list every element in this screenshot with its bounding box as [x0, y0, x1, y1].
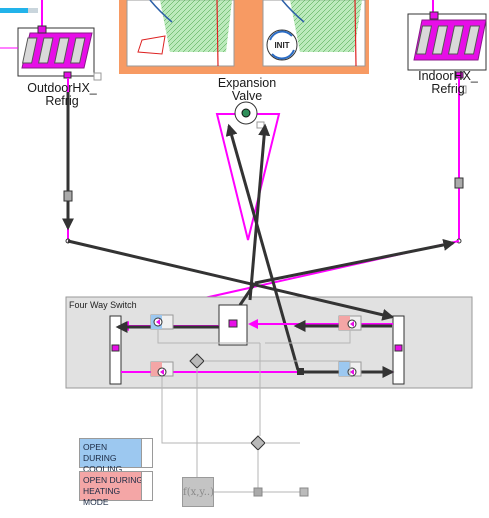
init-label: INIT — [274, 41, 289, 50]
function-block[interactable]: f(x,y..) — [182, 477, 214, 507]
outdoor-hx-label-line1: OutdoorHX_ — [27, 81, 97, 95]
indoor-hx-label-line2: Refrig — [431, 82, 465, 96]
outdoor-hx-label-line2: Refrig — [45, 94, 79, 108]
switch-valve-top-right[interactable] — [338, 315, 362, 331]
four-way-switch-title: Four Way Switch — [69, 300, 137, 310]
control-node-a — [253, 487, 263, 497]
legend-cooling: OPEN DURING COOLING — [79, 438, 153, 474]
right-sensor — [454, 177, 464, 189]
valve-dark-b — [225, 123, 300, 371]
init-button[interactable]: INIT — [266, 29, 298, 61]
expansion-valve-label-line2: Valve — [231, 89, 263, 103]
indoor-hx-label: IndoorHX_ Refrig — [398, 70, 489, 96]
legend-cooling-text: OPEN DURING COOLING — [83, 442, 123, 474]
cross-arrow-a — [67, 239, 395, 321]
left-sensor — [63, 190, 73, 202]
switch-junction-node — [297, 368, 304, 375]
expansion-valve-label: Expansion Valve — [205, 77, 289, 103]
switch-left-marker — [111, 344, 120, 352]
switch-valve-top-left[interactable] — [150, 314, 174, 330]
expansion-valve[interactable] — [215, 101, 281, 241]
ph-chart-panel — [119, 0, 369, 74]
logic-diamond-lower[interactable] — [250, 435, 266, 451]
outdoor-heat-exchanger[interactable] — [17, 25, 102, 81]
legend-heating: OPEN DURING HEATING MODE — [79, 471, 153, 507]
switch-center-marker — [228, 319, 238, 328]
legend-cooling-strip — [141, 439, 152, 467]
status-bar — [0, 8, 28, 13]
expansion-valve-label-line1: Expansion — [217, 76, 277, 90]
indoor-heat-exchanger[interactable] — [407, 11, 487, 94]
valve-dark-a — [248, 123, 271, 301]
legend-heating-text: OPEN DURING HEATING MODE — [83, 475, 143, 507]
status-bar-end — [28, 8, 38, 13]
switch-right-marker — [394, 344, 403, 352]
legend-heating-strip — [141, 472, 152, 500]
outdoor-hx-label: OutdoorHX_ Refrig — [14, 82, 110, 108]
switch-valve-bottom-left[interactable] — [150, 361, 174, 377]
cross-arrow-b — [254, 239, 456, 285]
indoor-hx-label-line1: IndoorHX_ — [418, 69, 478, 83]
control-node-b — [299, 487, 309, 497]
